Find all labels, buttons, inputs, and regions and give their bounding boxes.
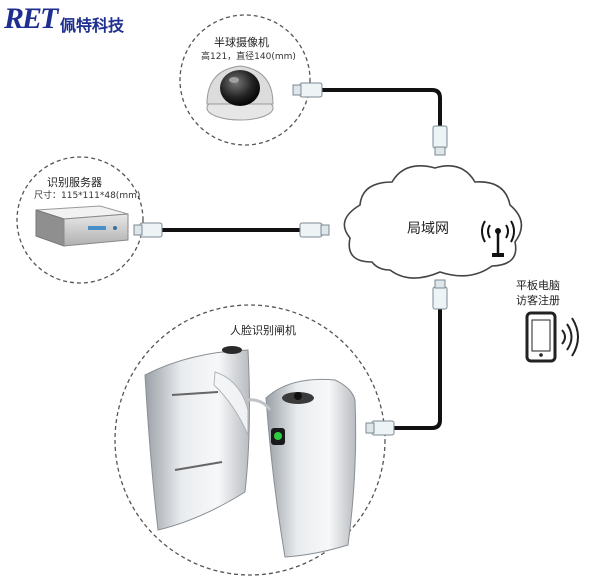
wifi-antenna-icon bbox=[481, 220, 515, 257]
camera-spec: 高121，直径140(mm) bbox=[201, 52, 296, 62]
gate-title: 人脸识别闸机 bbox=[230, 324, 296, 337]
camera-cable bbox=[322, 88, 442, 128]
server-box-icon bbox=[35, 205, 129, 247]
server-circle bbox=[16, 156, 144, 284]
rj45-connector-icon bbox=[432, 279, 448, 310]
rj45-connector-icon bbox=[432, 125, 448, 156]
turnstile-gate-left bbox=[144, 346, 250, 531]
dome-camera-icon bbox=[206, 65, 274, 121]
lan-label: 局域网 bbox=[407, 221, 449, 237]
company-name: 佩特科技 bbox=[60, 16, 125, 35]
wireless-signal-icon bbox=[561, 317, 579, 357]
gate-cable bbox=[392, 305, 442, 430]
server-title: 识别服务器 bbox=[47, 176, 102, 189]
tablet-label-line1: 平板电脑 bbox=[516, 279, 560, 292]
rj45-connector-icon bbox=[299, 222, 330, 238]
server-spec: 尺寸：115*111*48(mm) bbox=[34, 191, 141, 201]
tablet-label-line2: 访客注册 bbox=[516, 294, 560, 307]
gate-circle bbox=[114, 304, 386, 576]
rj45-connector-icon bbox=[133, 222, 163, 238]
tablet-icon bbox=[525, 311, 557, 363]
rj45-connector-icon bbox=[365, 420, 395, 436]
turnstile-gate-right bbox=[244, 378, 357, 558]
camera-title: 半球摄像机 bbox=[214, 36, 269, 49]
cloud-icon bbox=[343, 165, 523, 279]
rj45-connector-icon bbox=[292, 82, 323, 98]
company-logo-mark: RET bbox=[4, 2, 58, 35]
camera-circle bbox=[179, 14, 311, 146]
